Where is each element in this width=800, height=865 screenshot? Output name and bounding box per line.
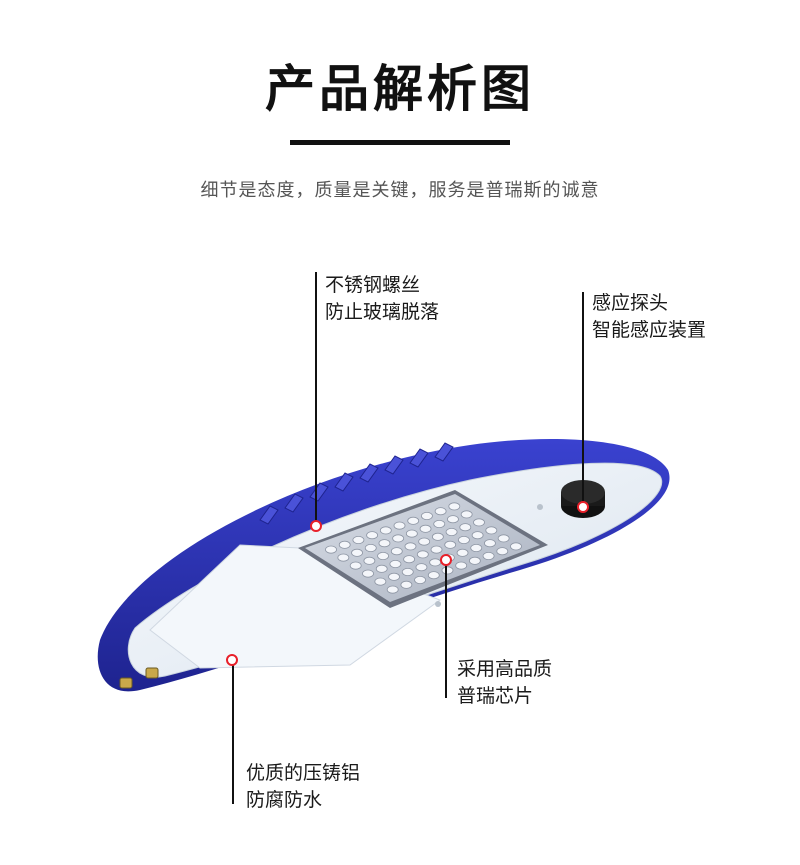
led-chip <box>468 556 481 565</box>
led-chip <box>430 545 443 554</box>
led-chip <box>414 576 426 585</box>
led-chip <box>404 542 417 551</box>
callout-chip-line1: 采用高品质 <box>457 658 553 680</box>
led-chip <box>366 531 379 540</box>
page-title: 产品解析图 <box>265 60 535 118</box>
callout-screws: 不锈钢螺丝 防止玻璃脱落 <box>325 272 439 326</box>
callout-line-sensor <box>582 292 584 504</box>
led-chip <box>375 564 388 573</box>
led-chip <box>392 534 405 543</box>
led-chip <box>352 536 365 545</box>
led-chip <box>393 521 406 530</box>
led-chip <box>400 580 413 589</box>
led-chip <box>364 544 377 553</box>
title-underline <box>290 140 510 145</box>
led-chip <box>351 548 363 557</box>
led-chip <box>429 558 442 567</box>
led-chip <box>485 526 498 535</box>
marker-dot-icon <box>310 520 322 532</box>
callout-chip: 采用高品质 普瑞芯片 <box>457 656 552 710</box>
led-chip <box>337 553 350 562</box>
led-chip <box>471 531 484 540</box>
led-chip <box>389 560 402 569</box>
led-chip <box>447 515 459 524</box>
led-chip <box>459 523 472 532</box>
led-chip <box>448 502 461 511</box>
marker-dot-icon <box>440 554 452 566</box>
led-chip <box>363 556 376 565</box>
led-chip <box>445 528 458 537</box>
callout-line-screws <box>315 272 317 522</box>
callout-chip-line2: 普瑞芯片 <box>457 685 534 707</box>
led-chip <box>484 539 496 548</box>
marker-dot-icon <box>226 654 238 666</box>
callout-screws-line2: 防止玻璃脱落 <box>325 301 440 323</box>
callout-sensor-line2: 智能感应装置 <box>592 319 707 341</box>
led-chip <box>470 544 483 553</box>
callout-casing: 优质的压铸铝 防腐防水 <box>246 760 360 814</box>
page-subtitle: 细节是态度，质量是关键，服务是普瑞斯的诚意 <box>200 180 600 201</box>
screw-icon <box>435 601 441 607</box>
callout-line-casing <box>232 664 234 804</box>
callout-casing-line2: 防腐防水 <box>246 789 323 811</box>
led-chip <box>407 516 420 525</box>
callout-screws-line1: 不锈钢螺丝 <box>325 274 421 296</box>
led-chip <box>497 534 510 543</box>
led-chip <box>390 547 403 556</box>
led-chip <box>388 572 400 581</box>
led-chip <box>377 552 389 561</box>
led-chip <box>419 524 432 533</box>
led-chip <box>455 561 468 570</box>
led-chip <box>458 536 470 545</box>
led-chip <box>418 537 431 546</box>
led-chip <box>325 545 337 554</box>
led-panel <box>298 490 548 608</box>
led-chip <box>415 563 428 572</box>
callout-sensor: 感应探头 智能感应装置 <box>592 290 706 344</box>
screw-icon <box>537 504 543 510</box>
led-chip <box>510 542 522 551</box>
led-chip <box>482 552 495 561</box>
led-chip <box>416 550 429 559</box>
led-chip <box>374 577 387 586</box>
led-chip <box>444 540 457 549</box>
led-chip <box>405 529 418 538</box>
led-chip <box>378 539 391 548</box>
led-chip <box>456 548 469 557</box>
led-chip <box>386 585 399 594</box>
led-chip <box>349 561 362 570</box>
led-chip <box>362 569 374 578</box>
led-chip <box>421 512 433 521</box>
led-chip <box>496 547 509 556</box>
callout-line-chip <box>445 562 447 698</box>
led-chip <box>473 518 485 527</box>
callout-casing-line1: 优质的压铸铝 <box>246 762 361 784</box>
callout-sensor-line1: 感应探头 <box>592 292 669 314</box>
led-chip <box>431 532 444 541</box>
led-chip <box>403 555 416 564</box>
led-chip <box>379 526 392 535</box>
led-chip <box>460 510 473 519</box>
marker-dot-icon <box>577 501 589 513</box>
led-chip <box>338 540 351 549</box>
led-chip <box>401 568 414 577</box>
led-chip <box>433 520 446 529</box>
led-chip <box>434 507 447 516</box>
led-chip <box>441 566 454 575</box>
led-chip-grid <box>325 502 522 594</box>
led-chip <box>427 571 440 580</box>
cable-connectors <box>119 667 159 689</box>
